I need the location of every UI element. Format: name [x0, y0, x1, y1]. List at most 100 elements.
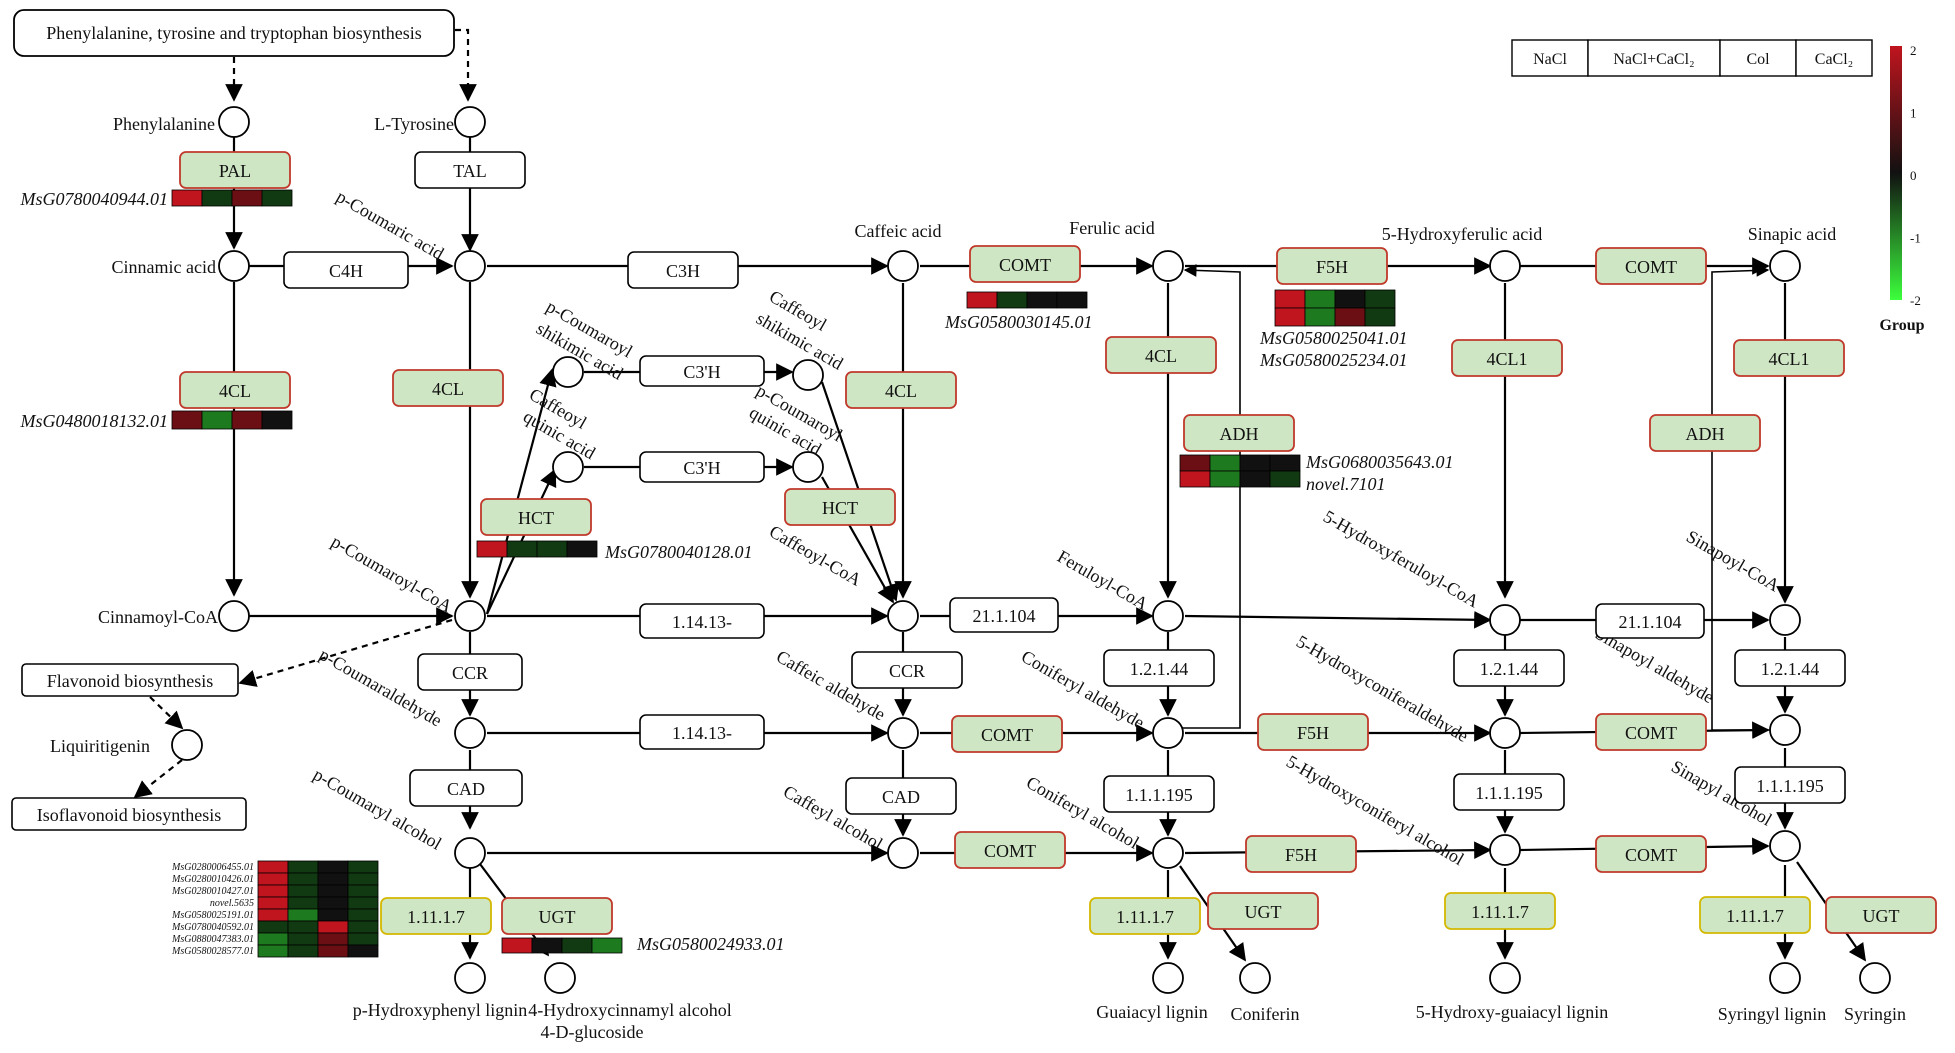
- pathway-box-flavonoid[interactable]: Flavonoid biosynthesis: [21, 663, 239, 697]
- heatmap-cell: [1056, 291, 1088, 309]
- node-hydroxyferuloyl-coa: [1489, 604, 1521, 636]
- peroxidase-gene-label: MsG0280010427.01: [171, 886, 254, 897]
- label-ferulic-acid: Ferulic acid: [1069, 218, 1154, 238]
- gene-adh-b: novel.7101: [1306, 474, 1385, 494]
- heatmap-comt: [966, 291, 1088, 309]
- svg-text:C3'H: C3'H: [683, 458, 720, 478]
- svg-text:COMT: COMT: [999, 255, 1051, 275]
- svg-text:C3'H: C3'H: [683, 362, 720, 382]
- enzyme-ec-1-11-1-7-b: 1.11.1.7: [1089, 897, 1201, 935]
- enzyme-4cl-3: 4CL: [845, 371, 957, 409]
- svg-text:4CL: 4CL: [432, 379, 464, 399]
- heatmap-f5h: [1274, 289, 1396, 327]
- heatmap-cell: [347, 932, 379, 946]
- node-p-coumaryl-alcohol: [454, 837, 486, 869]
- node-p-coumaroyl-quinic: [552, 451, 584, 483]
- node-liquiritigenin: [171, 729, 203, 761]
- enzyme-ec-1-11-1-7-a: 1.11.1.7: [380, 897, 492, 935]
- heatmap-cell: [171, 189, 203, 207]
- enzyme-f5h-3: F5H: [1245, 835, 1357, 873]
- heatmap-cell: [257, 872, 289, 886]
- node-hydroxyconiferyl-alcohol: [1489, 834, 1521, 866]
- node-p-coumaraldehyde: [454, 717, 486, 749]
- node-sinapoyl-coa: [1769, 604, 1801, 636]
- heatmap-pal: [171, 189, 293, 207]
- svg-text:1.11.1.7: 1.11.1.7: [1726, 906, 1784, 926]
- svg-text:TAL: TAL: [453, 161, 487, 181]
- enzyme-boxes-yellow[interactable]: 1.11.1.7 1.11.1.7 1.11.1.7 1.11.1.7: [380, 892, 1811, 935]
- enzyme-ec-1-11-1-7-d: 1.11.1.7: [1699, 896, 1811, 934]
- svg-text:HCT: HCT: [822, 498, 858, 518]
- svg-text:CCR: CCR: [889, 661, 925, 681]
- label-hydroxy-guaiacyl-lignin: 5-Hydroxy-guaiacyl lignin: [1416, 1002, 1608, 1022]
- enzyme-ec-1-2-1-44-a: 1.2.1.44: [1103, 649, 1215, 687]
- enzyme-ec-1-14-13-b: 1.14.13-: [639, 714, 765, 750]
- heatmap-cell: [1364, 289, 1396, 309]
- svg-text:1.11.1.7: 1.11.1.7: [1471, 902, 1529, 922]
- svg-text:1.2.1.44: 1.2.1.44: [1761, 659, 1820, 679]
- node-cinnamic-acid: [218, 250, 250, 282]
- svg-text:1.1.1.195: 1.1.1.195: [1125, 785, 1193, 805]
- enzyme-cad-1: CAD: [409, 769, 523, 807]
- node-phenylalanine: [218, 106, 250, 138]
- enzyme-boxes-red[interactable]: PAL 4CL 4CL 4CL 4CL 4CL1 4CL1 HCT HCT CO…: [179, 151, 1937, 935]
- heatmap-cell: [1269, 470, 1301, 488]
- peroxidase-gene-label: MsG0780040592.01: [171, 922, 254, 933]
- enzyme-4cl1-1: 4CL1: [1451, 339, 1563, 377]
- svg-text:F5H: F5H: [1316, 257, 1348, 277]
- legend-column-label: NaCl+CaCl₂: [1613, 51, 1694, 68]
- gene-ugt: MsG0580024933.01: [636, 934, 785, 954]
- enzyme-ccr-1: CCR: [417, 653, 523, 691]
- peroxidase-gene-label: novel.5635: [210, 898, 254, 909]
- node-caffeyl-alcohol: [887, 837, 919, 869]
- label-sinapoyl-coa: Sinapoyl-CoA: [1683, 526, 1783, 595]
- svg-text:COMT: COMT: [1625, 845, 1677, 865]
- heatmap-cell: [257, 908, 289, 922]
- heatmap-cell: [1269, 454, 1301, 472]
- heatmap-cell: [317, 944, 349, 958]
- heatmap-peroxidase: [257, 860, 379, 958]
- legend-scale-ticks: 210-1-2: [1910, 43, 1921, 308]
- enzyme-hct-1: HCT: [480, 498, 592, 536]
- expression-heatmaps: [171, 189, 1396, 958]
- gene-adh-a: MsG0680035643.01: [1305, 452, 1454, 472]
- heatmap-adh: [1179, 454, 1301, 488]
- node-tyrosine: [454, 106, 486, 138]
- label-cinnamic-acid: Cinnamic acid: [112, 257, 216, 277]
- svg-text:1.11.1.7: 1.11.1.7: [407, 907, 465, 927]
- legend-column-cell: [1795, 39, 1873, 77]
- heatmap-cell: [476, 540, 508, 558]
- heatmap-cell: [257, 884, 289, 898]
- heatmap-ugt: [501, 937, 623, 954]
- heatmap-cell: [231, 189, 263, 207]
- node-caffeoyl-shikimic: [792, 359, 824, 391]
- legend-column-cell: [1719, 39, 1797, 77]
- legend-column-cell: [1587, 39, 1721, 77]
- enzyme-boxes-plain[interactable]: TAL C4H C3H C3'H C3'H 1.14.13- 21.1.104 …: [283, 151, 1846, 815]
- node-coniferin: [1239, 962, 1271, 994]
- pathway-box-isoflavonoid[interactable]: Isoflavonoid biosynthesis: [11, 797, 247, 831]
- enzyme-f5h-1: F5H: [1276, 247, 1388, 285]
- label-syringin: Syringin: [1844, 1004, 1906, 1024]
- svg-text:4CL: 4CL: [219, 381, 251, 401]
- label-caffeoyl-coa: Caffeoyl-CoA: [766, 521, 865, 590]
- node-p-coumaroyl-coa: [454, 600, 486, 632]
- svg-text:4CL: 4CL: [885, 381, 917, 401]
- svg-text:1.14.13-: 1.14.13-: [672, 612, 732, 632]
- pathway-box-phe-tyr-trp[interactable]: Phenylalanine, tyrosine and tryptophan b…: [13, 9, 455, 57]
- heatmap-cell: [287, 944, 319, 958]
- heatmap-cell: [561, 937, 593, 954]
- heatmap-cell: [1239, 454, 1271, 472]
- enzyme-ec-1-14-13-a: 1.14.13-: [639, 603, 765, 639]
- enzyme-c4h: C4H: [283, 251, 409, 289]
- heatmap-cell: [257, 860, 289, 874]
- heatmap-cell: [287, 872, 319, 886]
- svg-text:CAD: CAD: [882, 787, 920, 807]
- enzyme-4cl-1: 4CL: [179, 371, 291, 409]
- label-cinnamoyl-coa: Cinnamoyl-CoA: [98, 607, 218, 627]
- heatmap-cell: [317, 872, 349, 886]
- heatmap-cell: [257, 920, 289, 934]
- node-syringyl-lignin: [1769, 962, 1801, 994]
- label-guaiacyl-lignin: Guaiacyl lignin: [1096, 1002, 1207, 1022]
